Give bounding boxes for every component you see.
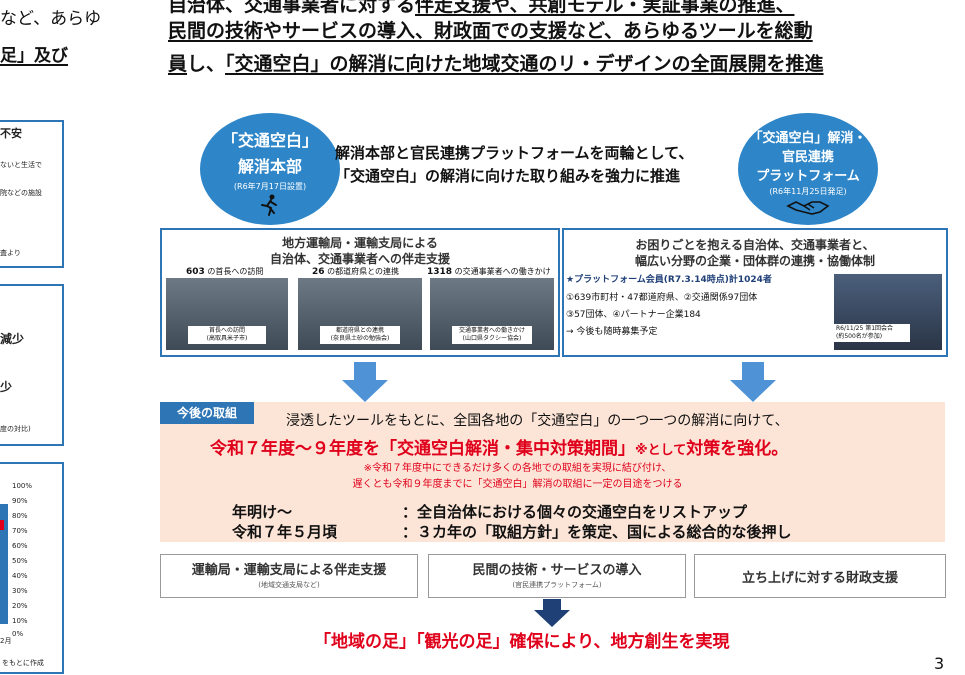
header-line3: 員し、「交通空白」の解消に向けた地域交通のリ・デザインの全面展開を推進 (168, 49, 824, 76)
conclusion: 「地域の足」「観光の足」確保により、地方創生を実現 (314, 632, 730, 652)
member-line3: → 今後も随時募集予定 (566, 327, 658, 337)
bottom-box-escort-support: 運輸局・運輸支局による伴走支援 (地域交通支局など) (160, 554, 418, 598)
axis-tick: 80% (12, 512, 28, 520)
left-box2-line2: 少 (0, 380, 13, 394)
header-line2: 民間の技術やサービスの導入、財政面での支援など、あらゆるツールを総動 (168, 20, 813, 42)
bottom-box-sub: (官民連携プラットフォーム) (512, 581, 602, 589)
header-line3-a: 員 (168, 53, 188, 75)
header-line1-b: 伴走支援や、共創モデル・実証事業の推進、 (415, 0, 795, 16)
photo-caption: 都道府県との連携(奈良県土砂の勉強会) (320, 326, 400, 344)
left-chart-bar (0, 504, 8, 624)
axis-tick: 0% (12, 630, 24, 638)
left-box-chart: 100% 90% 80% 70% 60% 50% 40% 30% 20% 10%… (0, 462, 64, 674)
platform-panel-title1: お困りごとを抱える自治体、交通事業者と、 (635, 238, 875, 252)
left-box1-title: 不安 (0, 127, 22, 140)
future-initiatives-tag: 今後の取組 (160, 402, 254, 424)
member-line1: ①639市町村・47都道府県、②交通関係97団体 (566, 293, 758, 303)
header-line1: 自治体、交通事業者に対する伴走支援や、共創モデル・実証事業の推進、 (168, 0, 794, 17)
photo-caption: 首長への訪問(高取具米子市) (187, 326, 267, 344)
center-text-line2: 「交通空白」の解消に向けた取り組みを強力に推進 (335, 167, 681, 185)
future-main: 令和７年度～９年度を「交通空白解消・集中対策期間」※として対策を強化。 (210, 439, 789, 459)
axis-tick: 10% (12, 617, 28, 625)
axis-tick: 30% (12, 587, 28, 595)
down-arrow-final (534, 599, 570, 627)
left-chart-marker (0, 520, 4, 530)
member-count-title: ★プラットフォーム会員(R7.3.14時点)計1024者 (566, 275, 772, 285)
runner-icon (261, 194, 277, 216)
bottom-box-private-tech: 民間の技術・サービスの導入 (官民連携プラットフォーム) (428, 554, 686, 598)
left-box-anxiety: 不安 ないと生活で 院などの施設 査より (0, 120, 64, 268)
bottom-box-sub: (地域交通支局など) (258, 581, 320, 589)
handshake-icon (786, 201, 830, 215)
stat-prefecture-links: 26 の都道府県との連携 (312, 267, 399, 277)
left-box2-line3: 度の対比) (0, 425, 31, 433)
down-arrow-right (730, 362, 776, 402)
left-text-line1: など、あらゆ (0, 9, 102, 29)
support-panel: 地方運輸局・運輸支局による 自治体、交通事業者への伴走支援 603 の首長への訪… (160, 228, 560, 357)
bottom-box-main: 民間の技術・サービスの導入 (472, 563, 642, 578)
stat-operator-outreach: 1318 の交通事業者への働きかけ (427, 267, 551, 277)
future-note2: 遅くとも令和９年度までに「交通空白」解消の取組に一定の目途をつける (352, 479, 683, 490)
header-line3-b: し、 (187, 53, 226, 75)
left-text-line2: 足」及び (0, 46, 68, 66)
pf-line3: プラットフォーム (756, 169, 860, 184)
platform-panel: お困りごとを抱える自治体、交通事業者と、 幅広い分野の企業・団体群の連携・協働体… (562, 228, 948, 357)
pf-line4: (R6年11月25日発足) (769, 187, 847, 196)
hq-line1: 「交通空白」 (221, 131, 318, 150)
photo-operator-meeting: 交通事業者への働きかけ(山口県タクシー協会) (430, 278, 554, 350)
bottom-box-main: 立ち上げに対する財政支援 (741, 571, 898, 586)
left-box2-line1: 減少 (0, 332, 25, 346)
bottom-box-financial-support: 立ち上げに対する財政支援 (694, 554, 946, 598)
page-number: 3 (934, 654, 945, 673)
axis-tick: 40% (12, 572, 28, 580)
schedule-2-when: 令和７年５月頃 (232, 523, 338, 541)
photo-caption: 交通事業者への働きかけ(山口県タクシー協会) (452, 326, 532, 344)
photo-mayor-visit: 首長への訪問(高取具米子市) (166, 278, 288, 350)
member-line2: ③57団体、④パートナー企業184 (566, 310, 701, 320)
header-line3-c: 「交通空白」の解消に向けた地域交通のリ・デザインの全面展開を推進 (225, 53, 824, 75)
left-box-decline: 減少 少 度の対比) (0, 284, 64, 446)
hq-line2: 解消本部 (237, 157, 302, 176)
axis-tick: 70% (12, 527, 28, 535)
photo-first-meeting: R6/11/25 第1回会合(約500名が参加) (834, 274, 942, 350)
stat-mayor-visits: 603 の首長への訪問 (186, 267, 264, 277)
schedule-1-when: 年明け～ (232, 503, 293, 521)
left-box1-line2: 院などの施設 (0, 189, 42, 197)
support-panel-title1: 地方運輸局・運輸支局による (282, 236, 438, 250)
hq-line3: (R6年7月17日設置) (233, 182, 307, 191)
headquarters-circle: 「交通空白」 解消本部 (R6年7月17日設置) (200, 113, 340, 225)
axis-tick: 100% (12, 482, 33, 490)
axis-tick: 20% (12, 602, 28, 610)
future-note1: ※令和７年度中にできるだけ多くの各地での取組を実現に結び付け、 (363, 463, 672, 474)
pf-line2: 官民連携 (781, 150, 834, 165)
header-line1-a: 自治体、交通事業者に対する (168, 0, 416, 16)
schedule-2-what: ：３カ年の「取組方針」を策定、国による総合的な後押し (402, 523, 792, 541)
future-intro: 浸透したツールをもとに、全国各地の「交通空白」の一つ一つの解消に向けて、 (286, 413, 789, 429)
axis-tick: 60% (12, 542, 28, 550)
pf-line1: 「交通空白」解消・ (749, 131, 867, 146)
left-axis-bottom: 2月 (0, 637, 12, 645)
support-panel-title2: 自治体、交通事業者への伴走支援 (269, 252, 450, 266)
future-initiatives-box (160, 402, 945, 542)
bottom-box-main: 運輸局・運輸支局による伴走支援 (191, 563, 387, 578)
left-footer: をもとに作成 (2, 659, 44, 667)
photo-caption: R6/11/25 第1回会合(約500名が参加) (834, 324, 910, 342)
schedule-1-what: ：全自治体における個々の交通空白をリストアップ (402, 503, 748, 521)
axis-tick: 90% (12, 497, 28, 505)
left-box1-line3: 査より (0, 249, 21, 257)
platform-panel-title2: 幅広い分野の企業・団体群の連携・協働体制 (634, 254, 875, 268)
center-text-line1: 解消本部と官民連携プラットフォームを両輪として、 (335, 144, 694, 162)
photo-prefecture-meeting: 都道府県との連携(奈良県土砂の勉強会) (298, 278, 422, 350)
axis-tick: 50% (12, 557, 28, 565)
down-arrow-left (342, 362, 388, 402)
left-box1-line1: ないと生活で (0, 161, 42, 169)
platform-circle: 「交通空白」解消・ 官民連携 プラットフォーム (R6年11月25日発足) (738, 113, 878, 225)
